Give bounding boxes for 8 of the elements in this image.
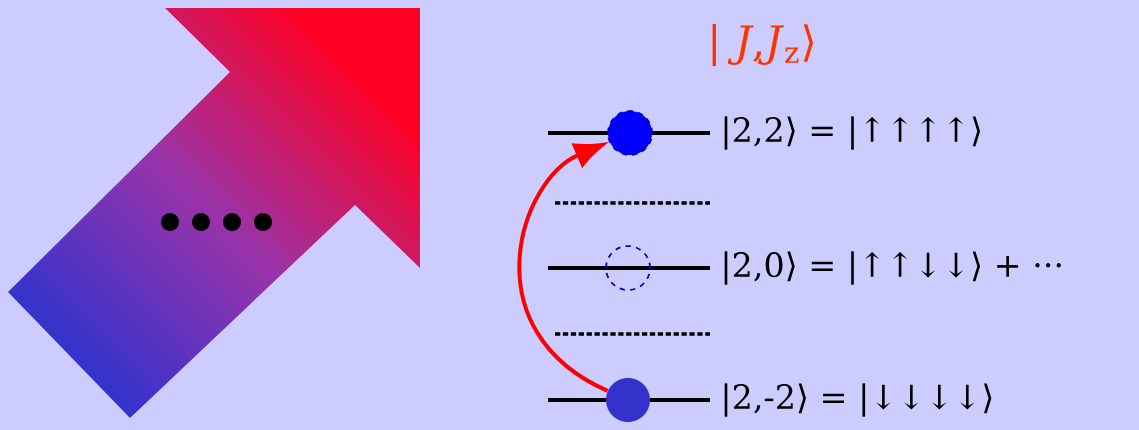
state-equation: |2,-2⟩ = |↓↓↓↓⟩ <box>724 383 992 417</box>
state-equation: |2,0⟩ = |↑↑↓↓⟩ + ··· <box>724 251 1061 285</box>
state-equation: |2,2⟩ = |↑↑↑↑⟩ <box>724 116 981 150</box>
state-label: | J,J$_{z}$⟩ <box>712 23 814 67</box>
level-dot <box>606 378 650 422</box>
level-dot <box>607 110 653 156</box>
arrow <box>517 143 609 393</box>
level-dot <box>605 245 651 291</box>
